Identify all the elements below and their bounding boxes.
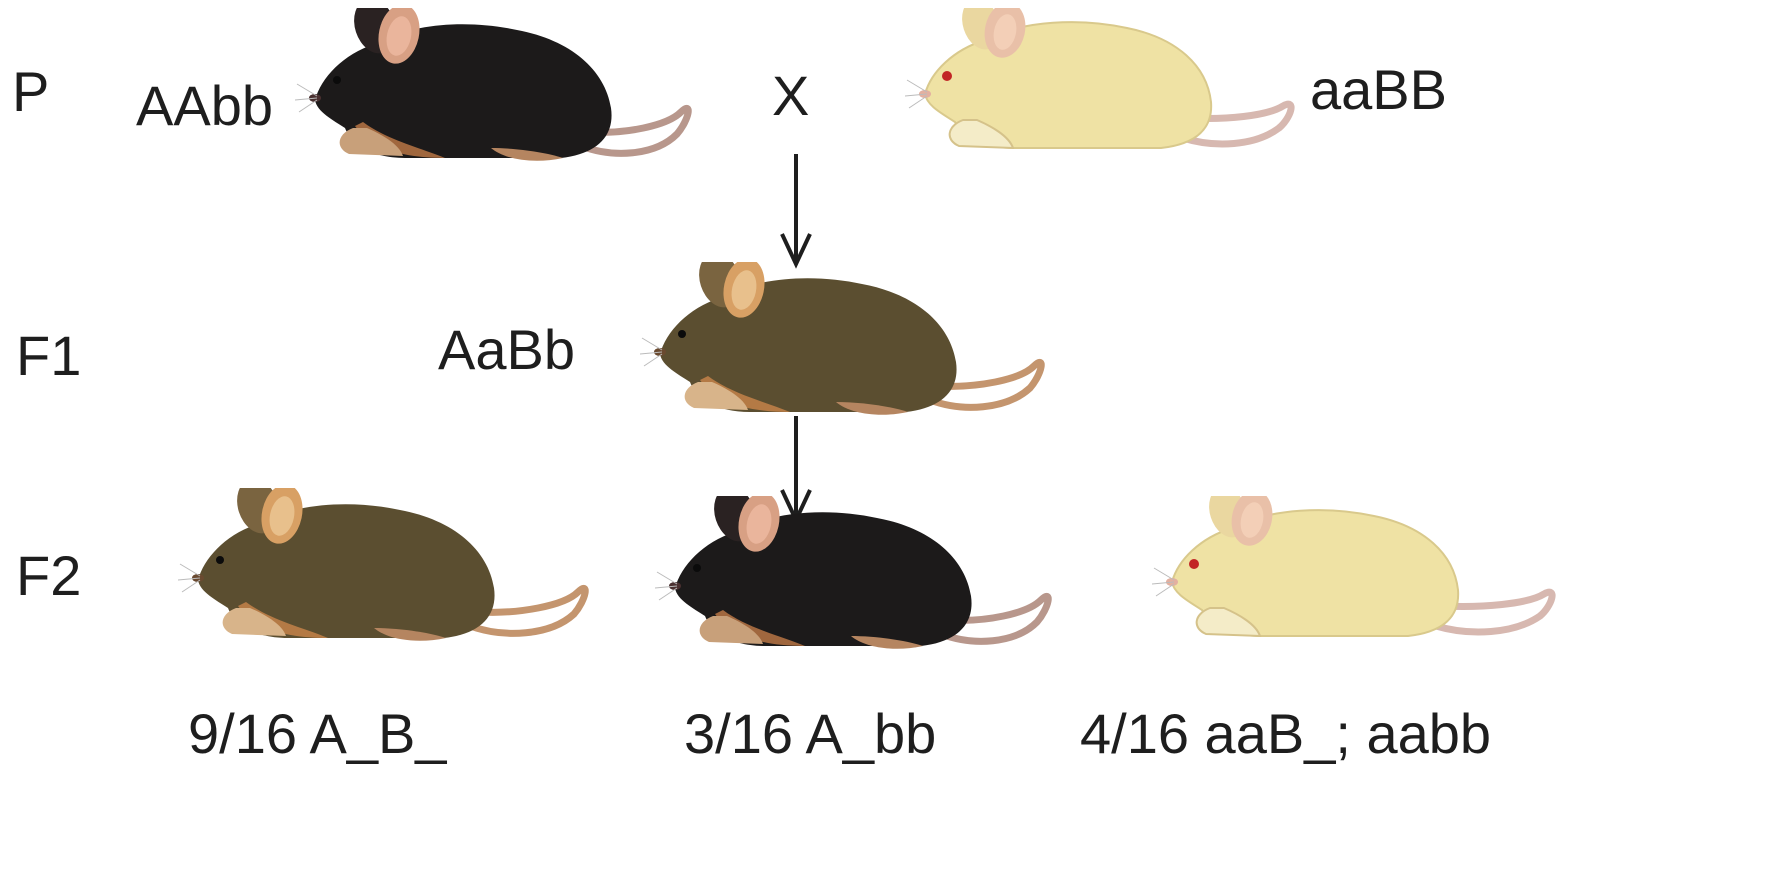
- albino-mouse-icon: [905, 8, 1300, 160]
- generation-label-f1: F1: [16, 328, 81, 384]
- black-mouse-icon: [295, 8, 695, 170]
- generation-label-f2: F2: [16, 548, 81, 604]
- ratio-label-black: 3/16 A_bb: [684, 706, 936, 762]
- cross-symbol: X: [772, 68, 809, 124]
- ratio-label-agouti: 9/16 A_B_: [188, 706, 446, 762]
- genotype-label-black-parent: AAbb: [136, 78, 273, 134]
- genotype-label-f1: AaBb: [438, 322, 575, 378]
- agouti-mouse-icon: [640, 262, 1050, 424]
- genotype-label-albino-parent: aaBB: [1310, 62, 1447, 118]
- down-arrow-icon: [778, 150, 814, 270]
- generation-label-p: P: [12, 64, 49, 120]
- albino-mouse-icon: [1152, 496, 1562, 648]
- agouti-mouse-icon: [178, 488, 593, 648]
- ratio-label-albino: 4/16 aaB_; aabb: [1080, 706, 1491, 762]
- black-mouse-icon: [655, 496, 1055, 658]
